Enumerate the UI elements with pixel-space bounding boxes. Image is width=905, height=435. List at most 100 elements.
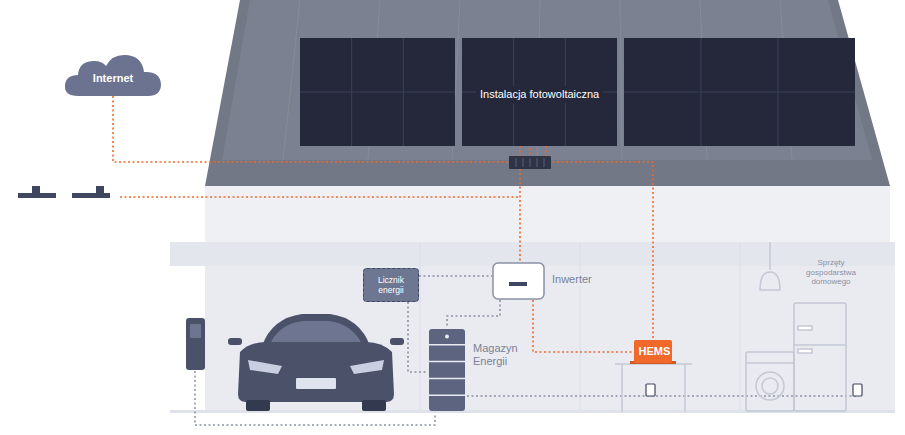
illustration-part (756, 372, 784, 400)
illustration-part (621, 364, 623, 412)
connector-path (408, 302, 428, 372)
illustration-part (760, 272, 780, 290)
illustration-part (32, 186, 40, 194)
node-text: Instalacja fotowoltaiczna (480, 88, 599, 101)
node-text: HEMS (639, 345, 668, 358)
connector-line (419, 276, 492, 277)
battery-line (467, 392, 858, 396)
connector-path (546, 146, 653, 340)
connector-line (408, 302, 428, 372)
energy-storage: Magazyn Energii (428, 328, 520, 412)
illustration-part (853, 384, 862, 396)
illustration-part (762, 378, 778, 394)
wallbox (186, 318, 205, 370)
node-text: Internet (93, 72, 133, 85)
roof (205, 0, 890, 186)
battery-body (429, 329, 465, 411)
connector-line (546, 146, 653, 340)
power-grid-poles (18, 186, 110, 198)
battery-shape (428, 328, 466, 412)
illustration-part (96, 186, 104, 194)
grid-line (120, 196, 519, 198)
battery-module (429, 344, 465, 346)
side-label: Magazyn Energii (471, 342, 520, 368)
illustration-part (205, 266, 895, 412)
inverter-display (509, 282, 527, 286)
illustration-part (769, 242, 771, 270)
pv-array: Instalacja fotowoltaiczna (300, 38, 855, 146)
illustration-part (537, 158, 538, 167)
node-text: Magazyn Energii (473, 342, 518, 368)
energy-meter-box: Licznik energii (363, 268, 419, 302)
illustration-part (222, 0, 872, 160)
illustration-part (794, 303, 846, 411)
illustration-part (362, 400, 386, 411)
washing-machine (746, 352, 794, 411)
illustration-part (620, 0, 622, 160)
illustration-part (580, 242, 581, 412)
illustration-part (190, 324, 201, 338)
illustration-part (248, 360, 282, 374)
desk (615, 364, 692, 412)
lamp (760, 242, 780, 290)
connector-path (533, 300, 634, 352)
battery-led (445, 334, 449, 338)
illustration-part (523, 158, 524, 167)
illustration-part (296, 378, 336, 389)
illustration-part (205, 0, 890, 186)
panel-grid (300, 92, 455, 93)
side-label: Inwerter (550, 273, 594, 286)
junction-box (509, 156, 551, 169)
illustration-part (516, 158, 544, 167)
pv-panel (462, 38, 617, 146)
cloud-fill (65, 55, 161, 96)
connector-line (447, 300, 500, 328)
illustration-part (246, 400, 270, 411)
illustration-part (798, 326, 812, 330)
battery-module (429, 361, 465, 363)
illustration-part (270, 321, 362, 344)
inverter-body (493, 263, 544, 299)
connector-path (447, 300, 500, 328)
illustration-part (420, 242, 421, 412)
illustration-part (740, 242, 741, 412)
illustration-part (238, 342, 394, 402)
appliances-label: Sprzęty gospodarstwa domowego (798, 258, 864, 287)
illustration-part (544, 158, 545, 167)
illustration-part (798, 349, 812, 353)
pv-panel (624, 38, 855, 146)
connector-line (533, 300, 634, 352)
illustration-part (72, 193, 110, 198)
pv-panel (300, 38, 455, 146)
illustration-part (186, 318, 205, 370)
illustration-part (228, 338, 242, 345)
pv-label-patch: Instalacja fotowoltaiczna (476, 86, 603, 103)
illustration-part (530, 158, 531, 167)
illustration-part (350, 360, 384, 374)
illustration-part (420, 242, 740, 412)
wall-outlet (646, 384, 862, 396)
illustration-part (390, 338, 404, 345)
house-wall (170, 186, 895, 413)
illustration-part (509, 156, 551, 169)
illustration-part (516, 158, 517, 167)
inverter: Inwerter (492, 262, 594, 300)
hems-box: HEMS (634, 340, 672, 363)
car (228, 314, 404, 411)
illustration-part (684, 364, 686, 412)
illustration-part (746, 362, 794, 364)
illustration-part (646, 384, 655, 396)
illustration-part (205, 186, 890, 242)
fridge (794, 303, 846, 411)
illustration-part (746, 352, 794, 411)
illustration-part (262, 314, 370, 346)
inverter-shape (492, 262, 545, 300)
illustration-part (283, 0, 300, 160)
battery-module (429, 394, 465, 396)
battery-module (429, 378, 465, 380)
panel-grid (624, 92, 855, 93)
internet-cloud: Internet (64, 54, 162, 96)
node-text: Inwerter (552, 273, 592, 286)
connector-path (419, 275, 492, 277)
